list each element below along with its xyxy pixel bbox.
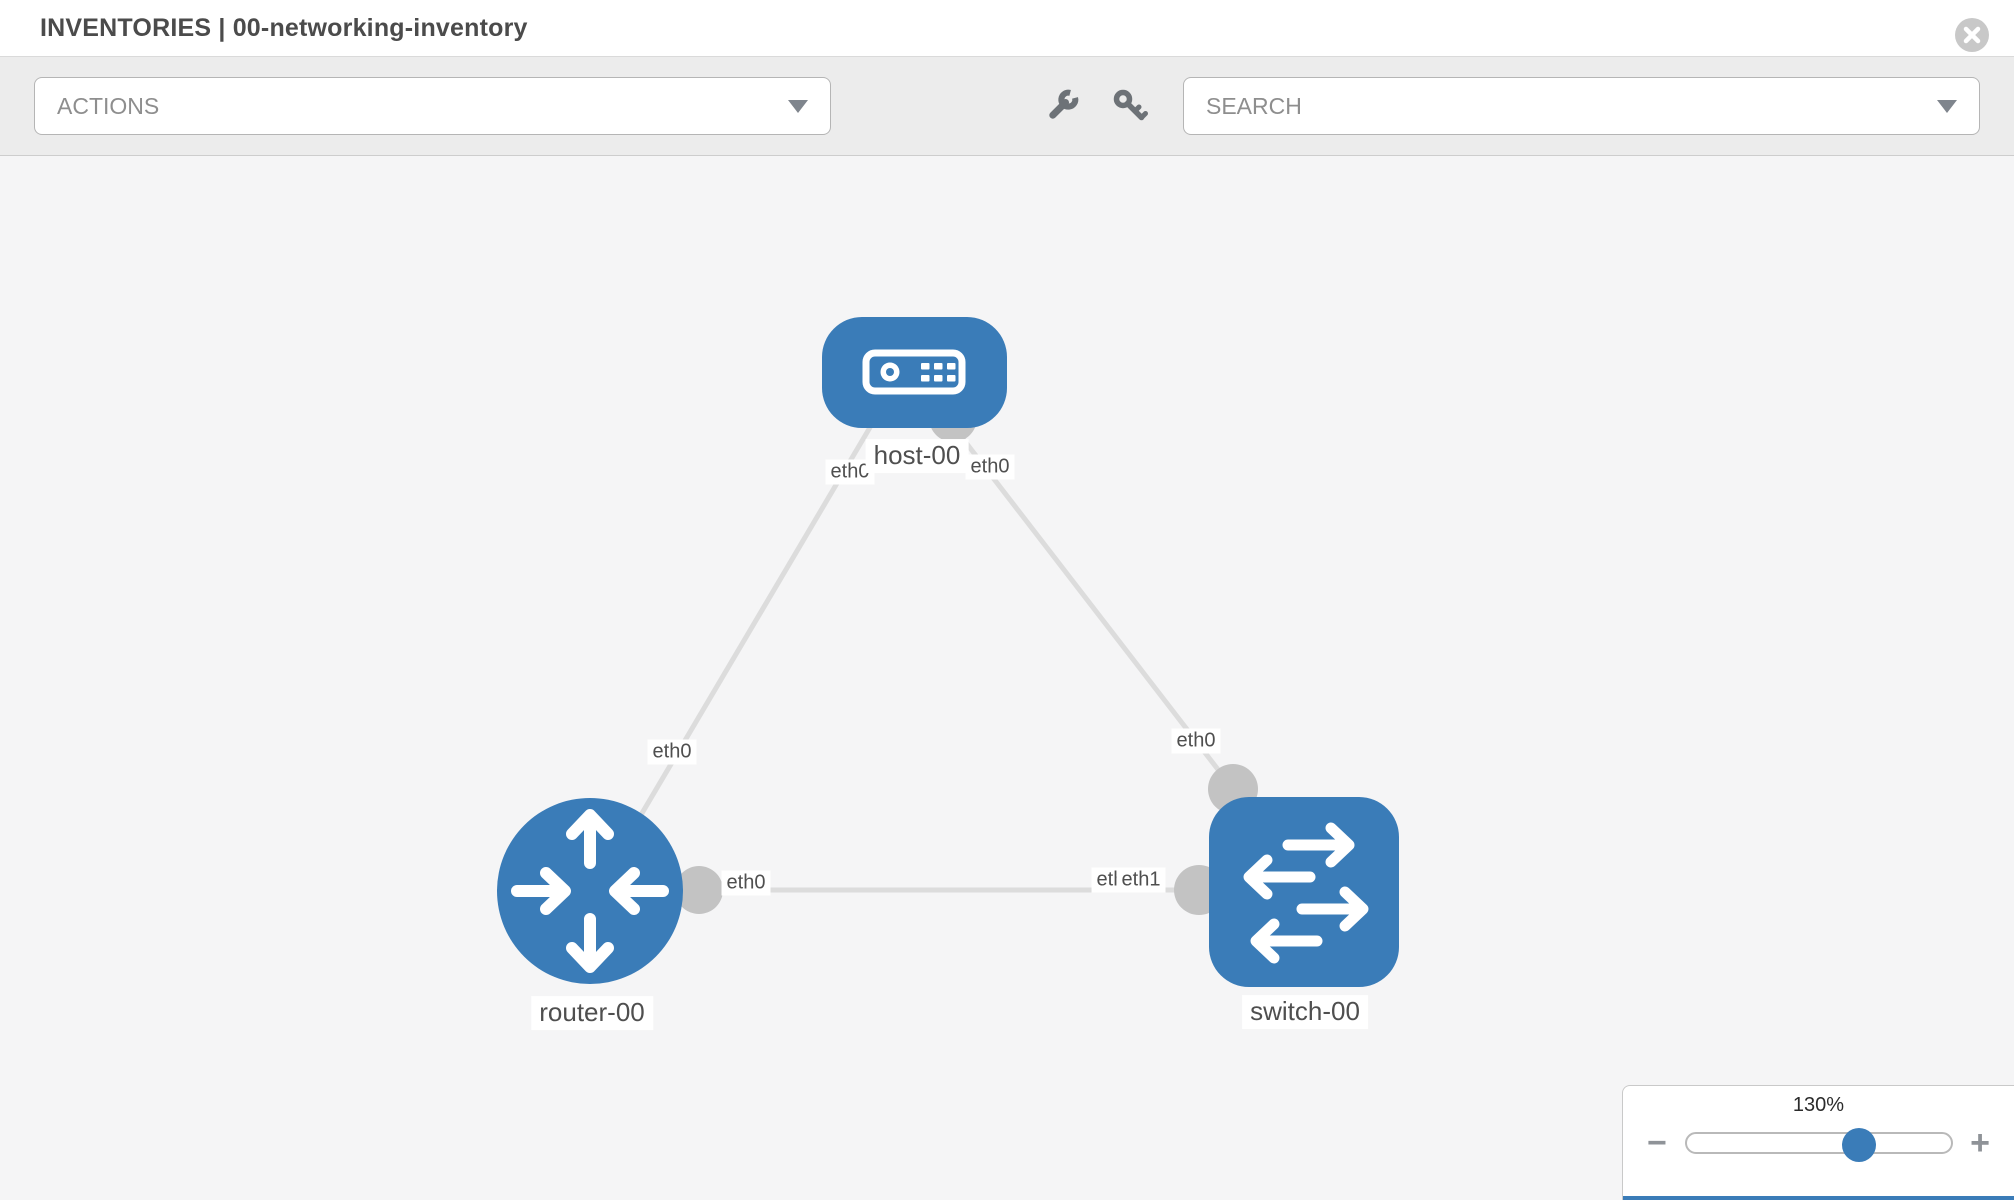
interface-label-host-eth0-right: eth0 [965, 454, 1015, 480]
host-icon [862, 349, 966, 395]
node-host-00[interactable] [822, 317, 1007, 428]
interface-label-switch-eth0: eth0 [1171, 728, 1221, 754]
port-circle-router-eth0 [675, 866, 723, 914]
interface-label-switch-eth1: eth1 [1116, 867, 1166, 893]
search-select[interactable]: SEARCH [1183, 77, 1980, 135]
router-icon [511, 809, 669, 973]
toolbar: ACTIONS SEARCH [0, 56, 2014, 156]
search-select-label: SEARCH [1206, 92, 1302, 119]
topology-svg [497, 317, 1399, 987]
close-button[interactable] [1955, 18, 1989, 52]
zoom-slider-knob[interactable] [1841, 1128, 1876, 1162]
zoom-out-button[interactable]: − [1647, 1124, 1667, 1162]
chevron-down-icon [1937, 99, 1957, 113]
zoom-slider-track[interactable] [1684, 1128, 1953, 1162]
zoom-in-button[interactable]: + [1970, 1124, 1990, 1162]
header-bar: INVENTORIES | 00-networking-inventory [0, 0, 2014, 56]
chevron-down-icon [788, 99, 808, 113]
credentials-button[interactable] [1107, 83, 1153, 129]
key-icon [1113, 89, 1148, 121]
actions-select[interactable]: ACTIONS [34, 77, 831, 135]
actions-select-label: ACTIONS [57, 92, 160, 119]
link-host-router[interactable] [609, 422, 875, 866]
topology-canvas[interactable]: host-00 router-00 switch-00 eth0 eth0 et… [0, 156, 2014, 1200]
interface-label-router-eth0: eth0 [721, 870, 771, 896]
node-router-00[interactable] [497, 798, 683, 984]
node-label-host: host-00 [865, 439, 969, 473]
zoom-level: 130% [1792, 1094, 1845, 1116]
interface-label-router-eth0-uplink: eth0 [647, 739, 697, 765]
node-label-router: router-00 [531, 996, 653, 1030]
node-label-switch: switch-00 [1242, 995, 1368, 1029]
configure-button[interactable] [1039, 83, 1085, 129]
node-switch-00[interactable] [1209, 797, 1399, 987]
switch-icon [1243, 822, 1369, 964]
panel-bottom-strip [1623, 1196, 2014, 1200]
page-title: INVENTORIES | 00-networking-inventory [40, 13, 528, 42]
link-host-switch[interactable] [948, 420, 1235, 791]
wrench-icon [1049, 89, 1079, 119]
zoom-panel: 130% − + [1622, 1085, 2014, 1200]
close-icon [1963, 26, 1981, 44]
